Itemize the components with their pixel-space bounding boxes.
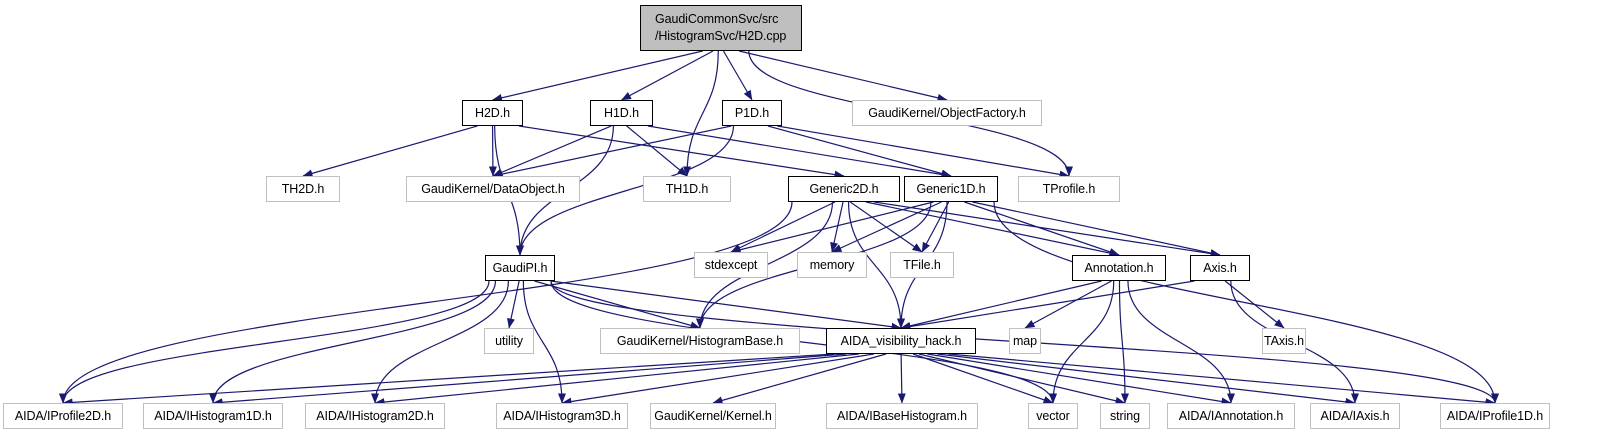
root-label-line-1: GaudiCommonSvc/src	[655, 12, 779, 26]
edge-Generic1D-to-Annotation	[964, 201, 1120, 256]
node-gaudipi-h[interactable]: GaudiPI.h	[485, 255, 555, 281]
edge-Generic1D-to-Axis	[972, 201, 1221, 257]
node-tfile-h: TFile.h	[890, 252, 954, 278]
edge-H2D-to-TH2D	[302, 125, 478, 178]
edge-H1D-to-Generic1D	[647, 125, 952, 179]
node-annotation-h[interactable]: Annotation.h	[1072, 255, 1166, 281]
node-root-h2d-cpp[interactable]: GaudiCommonSvc/src /HistogramSvc/H2D.cpp	[640, 5, 802, 51]
node-axis-h[interactable]: Axis.h	[1190, 255, 1250, 281]
node-aida-ibasehistogram-h: AIDA/IBaseHistogram.h	[826, 403, 978, 429]
edge-AIDAvis-to-IAnnotation	[927, 353, 1232, 406]
edge-Generic2D-to-IProfile2D	[59, 201, 793, 404]
edge-Generic1D-to-stdexcept	[730, 201, 934, 254]
edge-AIDAvis-to-Kernel	[712, 353, 887, 405]
edge-Generic1D-to-IProfile1D	[993, 201, 1499, 404]
node-aida-iprofile2d-h: AIDA/IProfile2D.h	[3, 403, 123, 429]
edge-root-to-ObjectFactory	[738, 50, 948, 102]
node-dataobject-h: GaudiKernel/DataObject.h	[406, 176, 580, 202]
edge-H2D-to-Generic2D	[518, 125, 845, 179]
edge-H1D-to-DataObject	[492, 125, 612, 177]
node-aida-ihistogram1d-h: AIDA/IHistogram1D.h	[143, 403, 283, 429]
edge-GaudiPI-to-HistogramBase	[534, 280, 701, 330]
node-kernel-h: GaudiKernel/Kernel.h	[650, 403, 776, 429]
edge-AIDAvis-to-string	[918, 353, 1126, 405]
node-th1d-h: TH1D.h	[643, 176, 731, 202]
node-stdexcept: stdexcept	[694, 252, 768, 278]
node-utility: utility	[484, 328, 534, 354]
node-memory: memory	[797, 252, 867, 278]
edge-Axis-to-TAxis	[1224, 280, 1285, 329]
node-tprofile-h: TProfile.h	[1018, 176, 1120, 202]
node-th2d-h: TH2D.h	[266, 176, 340, 202]
edge-AIDAvis-to-IHistogram1D	[212, 353, 847, 407]
edge-Annotation-to-map	[1024, 280, 1112, 329]
edge-Generic2D-to-Axis	[873, 201, 1221, 258]
edge-GaudiPI-to-AIDAvis	[550, 280, 902, 331]
edge-Annotation-to-string	[1118, 280, 1129, 404]
edge-P1D-to-DataObject	[492, 125, 732, 178]
node-aida-iannotation-h: AIDA/IAnnotation.h	[1167, 403, 1295, 429]
node-generic2d-h[interactable]: Generic2D.h	[788, 176, 900, 202]
edge-AIDAvis-to-IAxis	[937, 353, 1356, 406]
edge-Generic2D-to-stdexcept	[730, 201, 836, 253]
node-h2d-h[interactable]: H2D.h	[462, 100, 523, 126]
edge-P1D-to-GaudiPI	[516, 125, 735, 256]
node-string: string	[1100, 403, 1150, 429]
edge-AIDAvis-to-IHistogram3D	[561, 353, 874, 406]
edge-P1D-to-Generic1D	[767, 125, 952, 178]
edge-Generic2D-to-Annotation	[865, 201, 1120, 257]
edge-Annotation-to-IAnnotation	[1127, 280, 1235, 404]
edge-GaudiPI-to-vector	[550, 280, 1057, 404]
node-aida-iaxis-h: AIDA/IAxis.h	[1310, 403, 1400, 429]
edge-Generic2D-to-memory	[830, 201, 844, 253]
edge-AIDAvis-to-IProfile2D	[62, 353, 834, 407]
edge-root-to-H1D	[621, 50, 714, 101]
node-aida-ihistogram3d-h: AIDA/IHistogram3D.h	[496, 403, 628, 429]
node-aida-iprofile1d-h: AIDA/IProfile1D.h	[1440, 403, 1550, 429]
edge-AIDAvis-to-IBaseHistogram	[897, 353, 906, 404]
edge-Annotation-to-vector	[1049, 280, 1115, 404]
edge-Generic1D-to-memory	[831, 201, 942, 253]
node-generic1d-h[interactable]: Generic1D.h	[904, 176, 998, 202]
edge-Annotation-to-AIDAvis	[900, 280, 1102, 330]
edge-Generic1D-to-TFile	[921, 201, 950, 253]
edge-GaudiPI-to-utility	[507, 280, 520, 329]
node-taxis-h: TAxis.h	[1262, 328, 1306, 354]
edge-AIDAvis-to-IHistogram2D	[374, 353, 859, 407]
root-label-line-2: /HistogramSvc/H2D.cpp	[655, 29, 787, 43]
edge-root-to-TH1D	[683, 50, 719, 177]
edge-AIDAvis-to-vector	[912, 353, 1054, 404]
node-objectfactory-h: GaudiKernel/ObjectFactory.h	[852, 100, 1042, 126]
edge-H1D-to-TH1D	[626, 125, 688, 177]
edge-root-to-H2D	[492, 50, 703, 102]
node-aida-ihistogram2d-h: AIDA/IHistogram2D.h	[305, 403, 445, 429]
node-histogrambase-h: GaudiKernel/HistogramBase.h	[600, 328, 800, 354]
edge-Axis-to-AIDAvis	[900, 280, 1195, 331]
edge-GaudiPI-to-IHistogram1D	[209, 280, 497, 404]
node-aida-visibility-hack-h[interactable]: AIDA_visibility_hack.h	[826, 328, 976, 354]
node-map: map	[1009, 328, 1041, 354]
edge-GaudiPI-to-IProfile2D	[59, 280, 490, 404]
edge-AIDAvis-to-IProfile1D	[948, 353, 1496, 407]
node-p1d-h[interactable]: P1D.h	[722, 100, 782, 126]
edge-root-to-P1D	[722, 50, 753, 101]
node-vector: vector	[1028, 403, 1078, 429]
node-h1d-h[interactable]: H1D.h	[590, 100, 653, 126]
edge-P1D-to-TProfile	[777, 125, 1070, 179]
